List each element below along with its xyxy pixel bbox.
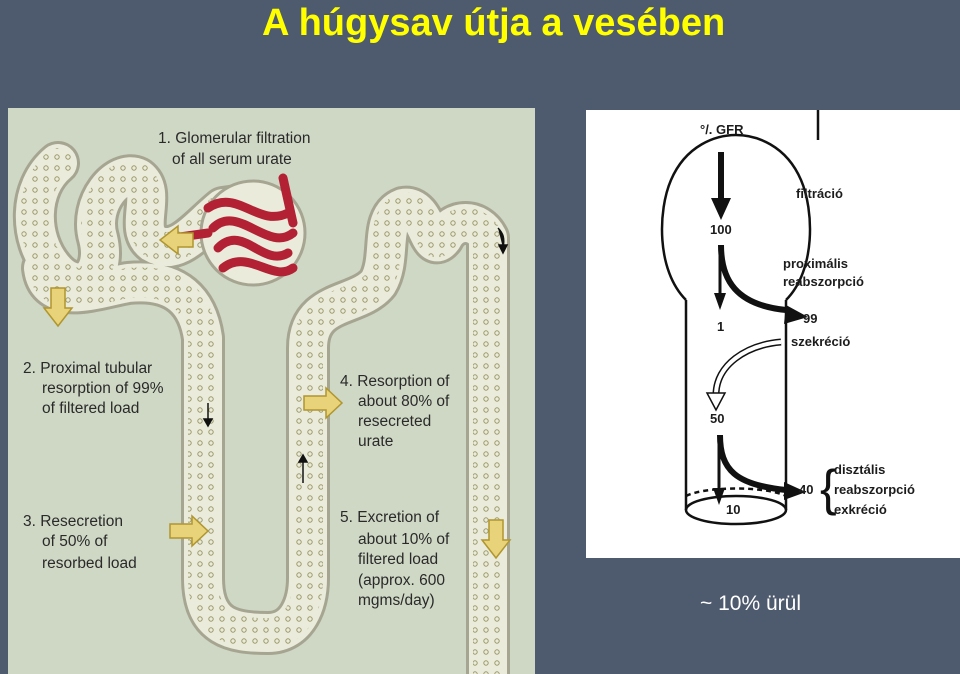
value-10: 10 — [726, 502, 740, 517]
nephron-outline — [660, 110, 820, 526]
distal-brace: { — [820, 460, 837, 516]
nephron-tubule — [12, 141, 510, 674]
step5-line4: (approx. 600 — [358, 572, 445, 589]
step2-line3: of filtered load — [42, 400, 139, 417]
step1-line1: 1. Glomerular filtration — [158, 130, 310, 147]
step5-line5: mgms/day) — [358, 592, 435, 609]
urate-scheme: °/. GFR filtráció 100 proximális reabszo… — [586, 110, 960, 558]
szekrecio-label: szekréció — [791, 334, 850, 349]
proximalis-line1: proximális — [783, 256, 848, 271]
step2-line1: 2. Proximal tubular — [23, 360, 152, 377]
step5-line3: filtered load — [358, 551, 438, 568]
disztalis-line2: reabszorpció — [834, 482, 915, 497]
nephron-diagram: 1. Glomerular filtration of all serum ur… — [8, 108, 535, 674]
value-99: 99 — [803, 311, 817, 326]
arrow-right-resorption — [303, 386, 344, 420]
filtracio-label: filtráció — [796, 186, 843, 201]
step5-line2: about 10% of — [358, 531, 450, 548]
disztalis-line1: disztális — [834, 462, 885, 477]
proximalis-line2: reabszorpció — [783, 274, 864, 289]
value-100: 100 — [710, 222, 732, 237]
arrow-right-resecretion — [169, 514, 210, 548]
value-40: 40 — [799, 482, 813, 497]
step4-line4: urate — [358, 433, 393, 450]
step2-line2: resorption of 99% — [42, 380, 164, 397]
arrow-down-proximal — [42, 287, 74, 328]
step3-line3: resorbed load — [42, 555, 137, 572]
flow-arrows — [705, 152, 808, 505]
gfr-label: °/. GFR — [700, 122, 744, 137]
arrow-left-glomerular — [158, 224, 194, 256]
step1-line2: of all serum urate — [172, 151, 292, 168]
step4-line1: 4. Resorption of — [340, 373, 450, 390]
step4-line2: about 80% of — [358, 393, 450, 410]
step4-line3: resecreted — [358, 413, 431, 430]
transport-arrows — [42, 224, 512, 560]
glomerulus — [168, 173, 307, 287]
page-title: A húgysav útja a vesében — [262, 2, 726, 44]
value-50: 50 — [710, 411, 724, 426]
excretion-note: ~ 10% ürül — [700, 592, 801, 615]
flow-direction-arrows — [202, 227, 509, 483]
arrow-down-excretion — [480, 519, 512, 560]
step5-line1: 5. Excretion of — [340, 509, 440, 526]
step3-line2: of 50% of — [42, 533, 108, 550]
disztalis-line3: exkréció — [834, 502, 887, 517]
value-1: 1 — [717, 319, 724, 334]
step3-line1: 3. Resecretion — [23, 513, 123, 530]
